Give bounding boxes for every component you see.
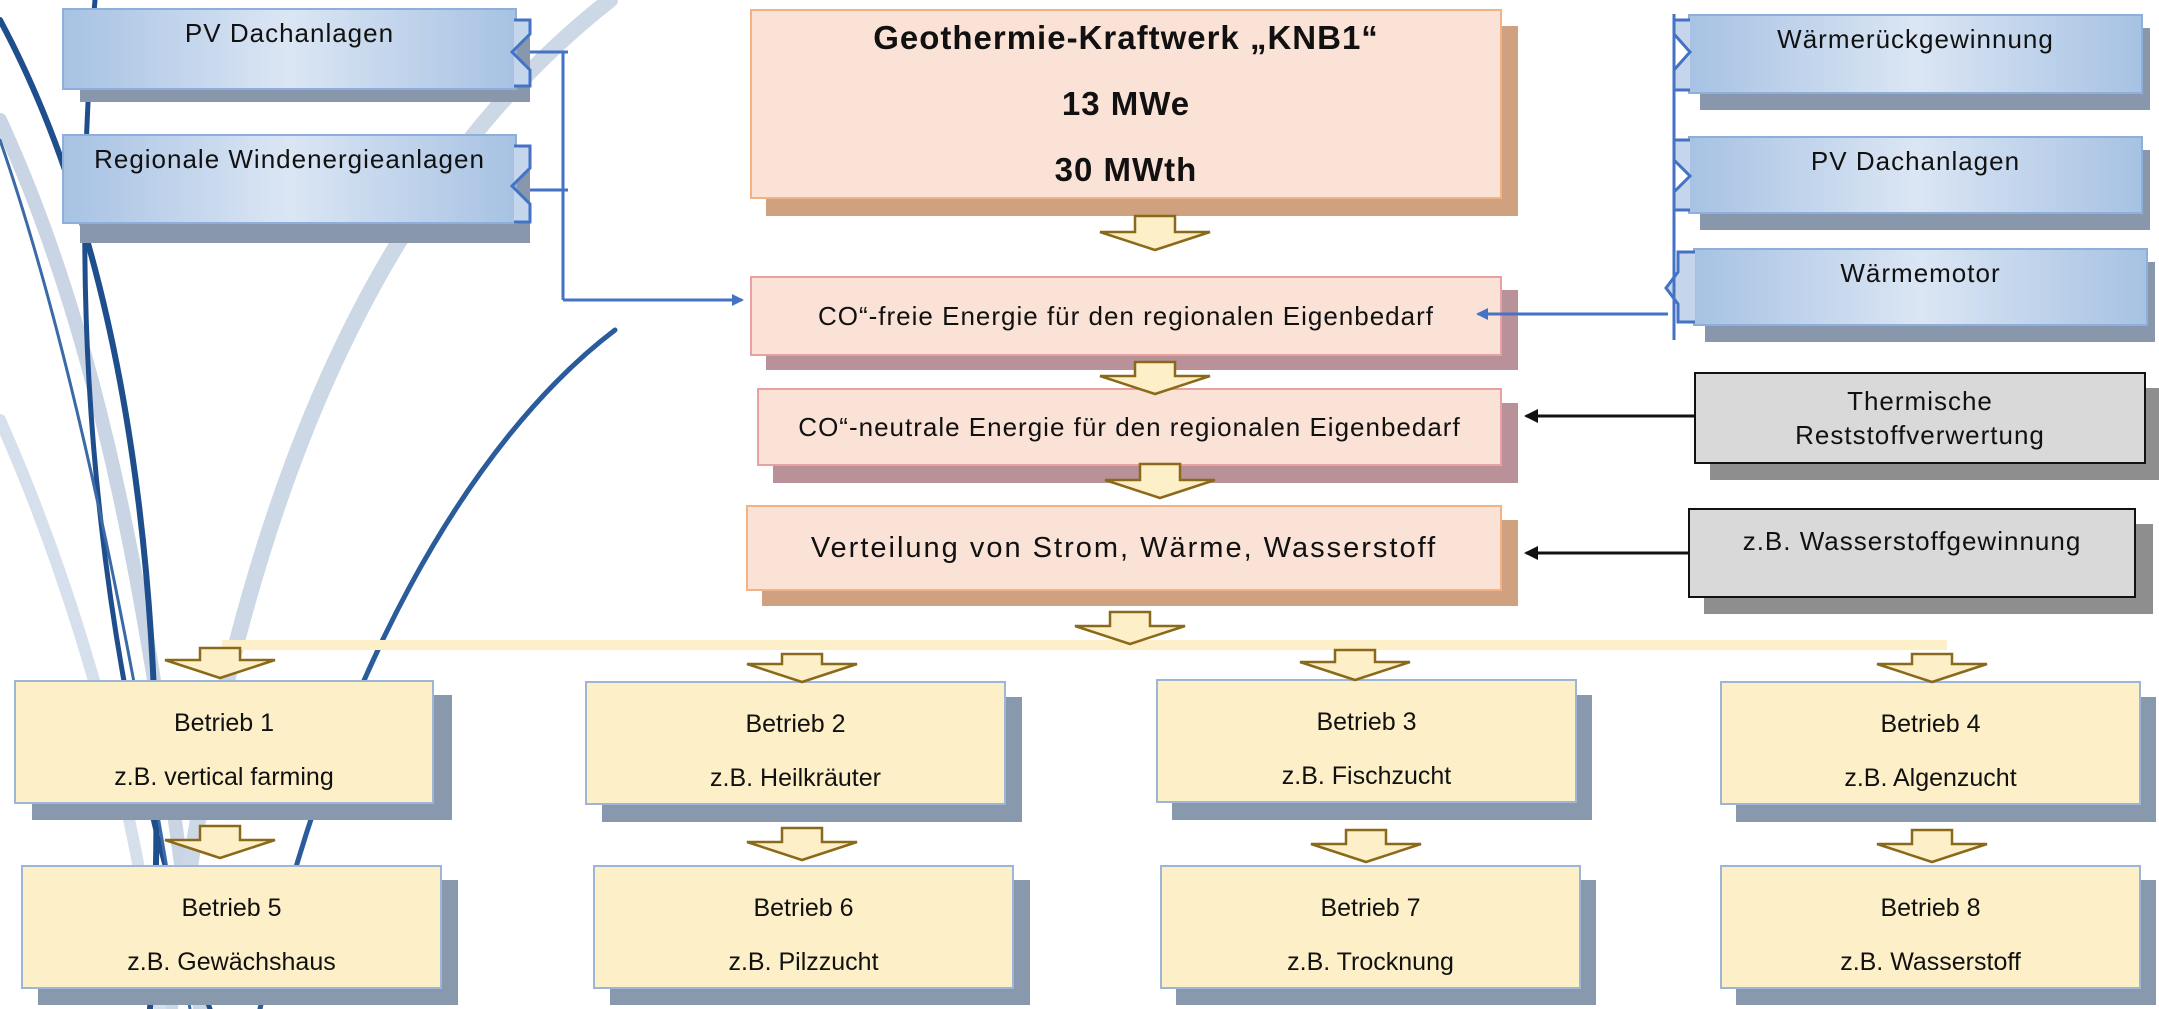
left-blue-connector — [530, 50, 744, 306]
betrieb-2-box: Betrieb 2 z.B. Heilkräuter — [585, 681, 1006, 805]
geothermal-title: Geothermie-Kraftwerk „KNB1“ — [873, 19, 1379, 56]
betrieb-1-box: Betrieb 1 z.B. vertical farming — [14, 680, 434, 804]
betrieb-7-box: Betrieb 7 z.B. Trocknung — [1160, 865, 1581, 989]
betrieb-3-example: z.B. Fischzucht — [1281, 762, 1452, 790]
down-arrow-geo-to-co2free — [1099, 214, 1211, 252]
down-arrow-to-betrieb-1 — [164, 646, 276, 680]
down-arrow-to-betrieb-3 — [1299, 648, 1411, 682]
geothermal-electric-capacity: 13 MWe — [1061, 85, 1191, 122]
heat-engine-chevron-arrow — [1664, 250, 1695, 324]
down-arrow-betrieb-4-to-8 — [1876, 828, 1988, 864]
distribution-box: Verteilung von Strom, Wärme, Wasserstoff — [746, 505, 1502, 591]
betrieb-1-example: z.B. vertical farming — [114, 763, 334, 791]
co2-free-energy-label: CO“-freie Energie für den regionalen Eig… — [817, 300, 1434, 331]
down-arrow-betrieb-3-to-7 — [1310, 828, 1422, 864]
co2-neutral-energy-box: CO“-neutrale Energie für den regionalen … — [757, 388, 1502, 466]
down-arrow-to-betrieb-2 — [746, 652, 858, 684]
betrieb-3-name: Betrieb 3 — [1316, 708, 1417, 736]
pv-dachanlagen-left-box: PV Dachanlagen — [62, 8, 517, 90]
waermemotor-box: Wärmemotor — [1693, 248, 2148, 326]
betrieb-8-example: z.B. Wasserstoff — [1840, 948, 2021, 976]
betrieb-5-example: z.B. Gewächshaus — [127, 948, 336, 976]
waermemotor-label: Wärmemotor — [1840, 258, 2001, 288]
down-arrow-distribution-to-bar — [1074, 610, 1186, 646]
betrieb-6-example: z.B. Pilzzucht — [728, 948, 879, 976]
down-arrow-to-betrieb-4 — [1876, 652, 1988, 684]
pv-dachanlagen-right-box: PV Dachanlagen — [1688, 136, 2143, 214]
betrieb-6-name: Betrieb 6 — [753, 894, 854, 922]
betrieb-8-name: Betrieb 8 — [1880, 894, 1981, 922]
betrieb-7-example: z.B. Trocknung — [1287, 948, 1454, 976]
betrieb-4-name: Betrieb 4 — [1880, 710, 1981, 738]
thermal-recycling-line1: Thermische — [1847, 386, 1993, 416]
pv-dachanlagen-right-label: PV Dachanlagen — [1810, 146, 2021, 176]
hydrogen-production-box: z.B. Wasserstoffgewinnung — [1688, 508, 2136, 598]
betrieb-5-name: Betrieb 5 — [181, 894, 282, 922]
down-arrow-betrieb-1-to-5 — [164, 824, 276, 860]
waermerueckgewinnung-label: Wärmerückgewinnung — [1777, 24, 2054, 54]
regional-wind-box: Regionale Windenergieanlagen — [62, 134, 517, 224]
betrieb-4-example: z.B. Algenzucht — [1844, 764, 2017, 792]
geothermal-plant-box: Geothermie-Kraftwerk „KNB1“ 13 MWe 30 MW… — [750, 9, 1502, 199]
co2-neutral-energy-label: CO“-neutrale Energie für den regionalen … — [798, 411, 1461, 442]
hydrogen-production-label: z.B. Wasserstoffgewinnung — [1742, 526, 2082, 556]
betrieb-6-box: Betrieb 6 z.B. Pilzzucht — [593, 865, 1014, 989]
regional-wind-label: Regionale Windenergieanlagen — [94, 144, 485, 174]
betrieb-2-example: z.B. Heilkräuter — [710, 764, 881, 792]
geothermal-thermal-capacity: 30 MWth — [1054, 151, 1198, 188]
betrieb-3-box: Betrieb 3 z.B. Fischzucht — [1156, 679, 1577, 803]
betrieb-7-name: Betrieb 7 — [1320, 894, 1421, 922]
distribution-label: Verteilung von Strom, Wärme, Wasserstoff — [810, 531, 1438, 564]
waermerueckgewinnung-box: Wärmerückgewinnung — [1688, 14, 2143, 94]
betrieb-1-name: Betrieb 1 — [173, 709, 275, 737]
down-arrow-betrieb-2-to-6 — [746, 826, 858, 862]
thermal-recycling-box: Thermische Reststoffverwertung — [1694, 372, 2146, 464]
betrieb-5-box: Betrieb 5 z.B. Gewächshaus — [21, 865, 442, 989]
co2-free-energy-box: CO“-freie Energie für den regionalen Eig… — [750, 276, 1502, 356]
pv-dachanlagen-left-label: PV Dachanlagen — [184, 18, 395, 48]
betrieb-8-box: Betrieb 8 z.B. Wasserstoff — [1720, 865, 2141, 989]
betrieb-2-name: Betrieb 2 — [745, 710, 846, 738]
thermal-recycling-line2: Reststoffverwertung — [1795, 420, 2045, 450]
betrieb-4-box: Betrieb 4 z.B. Algenzucht — [1720, 681, 2141, 805]
distribution-bar — [222, 640, 1947, 650]
